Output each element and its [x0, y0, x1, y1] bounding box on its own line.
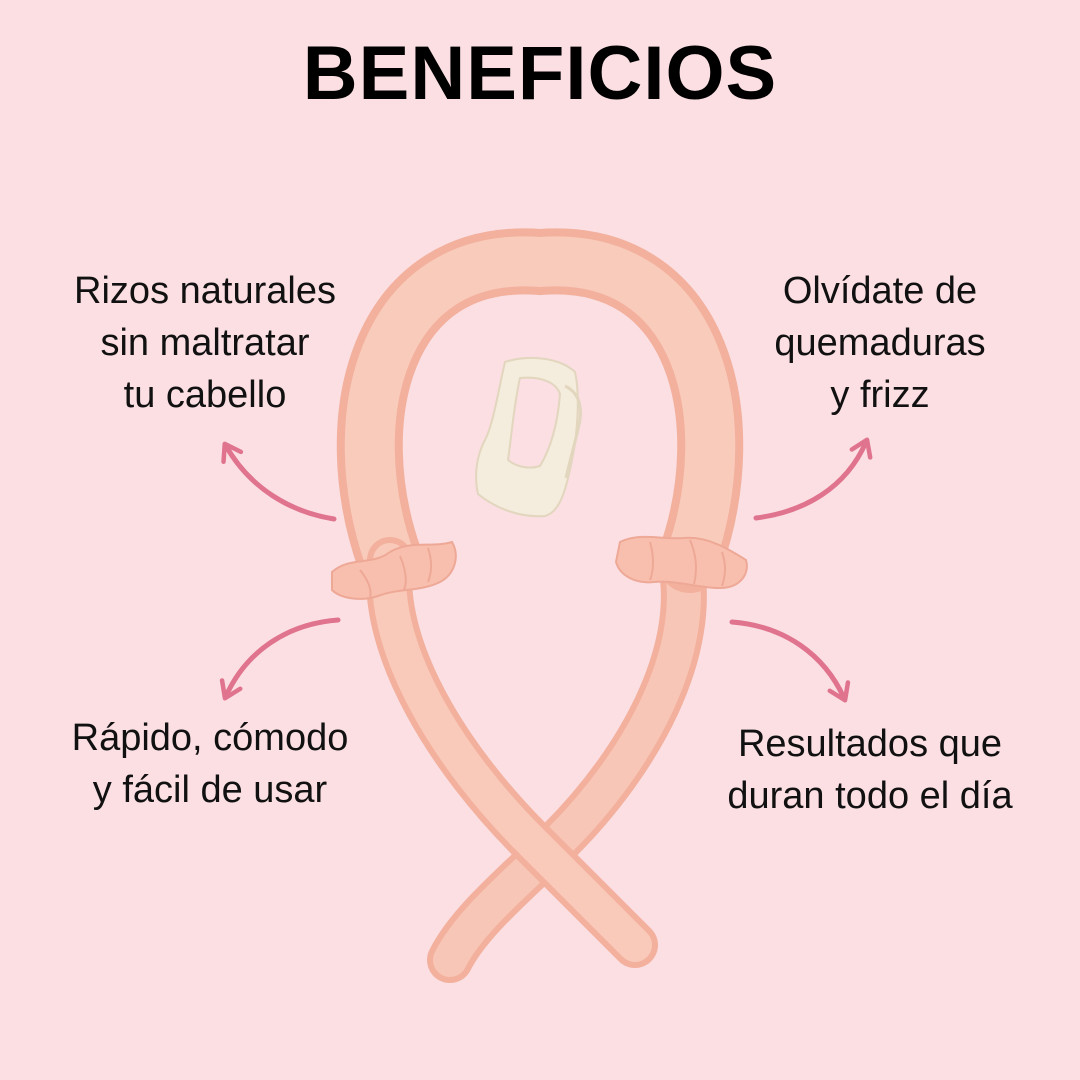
claw-clip: [475, 356, 582, 518]
left-scrunchie: [331, 540, 457, 600]
benefit-line: duran todo el día: [727, 775, 1013, 817]
arrow-top-left: [221, 441, 337, 522]
benefit-line: y fácil de usar: [92, 769, 328, 811]
right-scrunchie: [614, 535, 748, 590]
arrow-top-right: [753, 437, 873, 521]
benefit-top-right: Olvídate de quemaduras y frizz: [720, 265, 1040, 421]
benefit-line: Olvídate de: [782, 270, 978, 312]
benefit-line: Rápido, cómodo: [71, 717, 349, 759]
arrow-bottom-left: [219, 617, 341, 701]
arrow-bottom-right: [729, 619, 851, 703]
benefit-line: y frizz: [830, 374, 930, 416]
benefit-line: quemaduras: [774, 322, 986, 364]
benefit-bottom-right: Resultados que duran todo el día: [690, 718, 1050, 822]
curler-rod: [336, 228, 744, 983]
benefit-line: tu cabello: [123, 374, 287, 416]
benefit-bottom-left: Rápido, cómodo y fácil de usar: [40, 712, 380, 816]
benefit-line: sin maltratar: [100, 322, 310, 364]
page-title: BENEFICIOS: [302, 31, 778, 116]
benefit-top-left: Rizos naturales sin maltratar tu cabello: [40, 265, 370, 421]
benefit-line: Resultados que: [737, 723, 1003, 765]
benefit-line: Rizos naturales: [74, 270, 336, 312]
